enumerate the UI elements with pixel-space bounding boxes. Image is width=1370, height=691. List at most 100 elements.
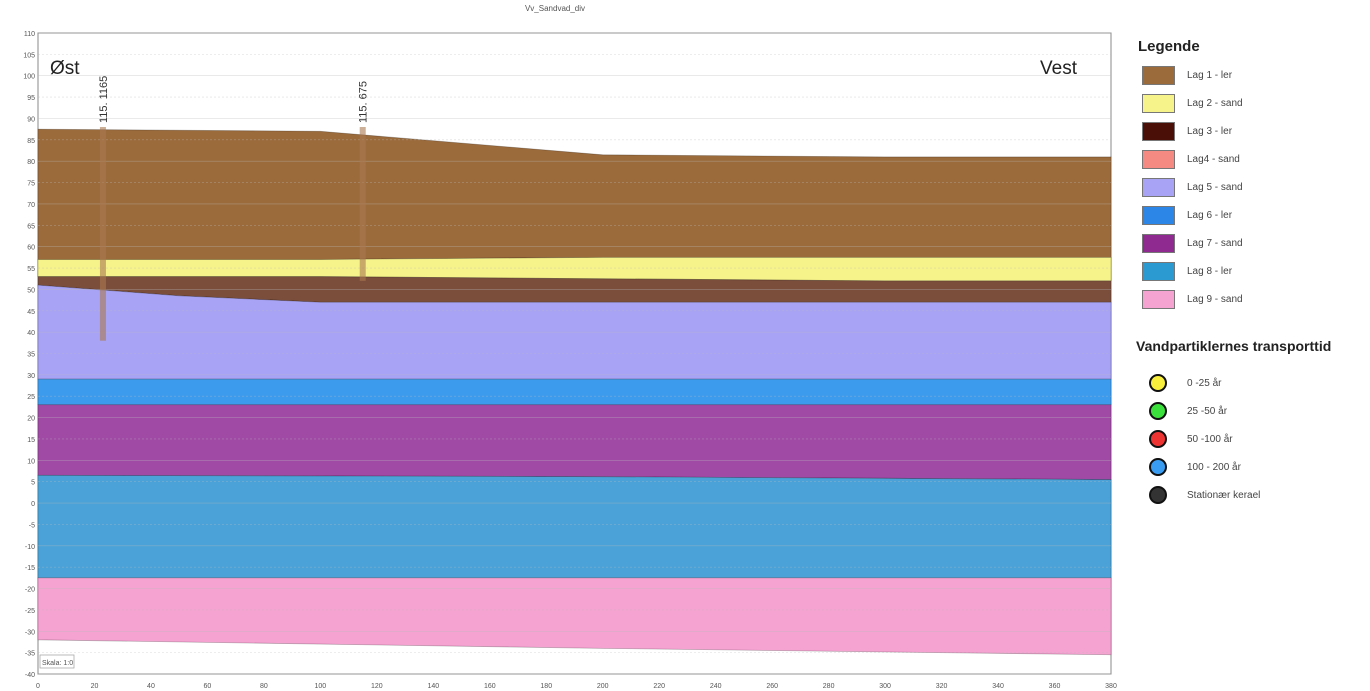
y-tick-label: 80 [27,159,35,166]
transport-item: 0 -25 år [1142,372,1221,394]
legend-label: Lag 3 - ler [1187,125,1233,137]
grid-group [38,32,1111,675]
y-tick-label: -30 [25,629,35,636]
well-1 [99,127,106,341]
y-tick-label: 5 [31,480,35,487]
layer-7 [37,474,1112,579]
well-label: 115. 675 [358,81,370,123]
well-label: 115. 1165 [98,76,110,123]
x-tick-label: 40 [147,683,155,690]
x-tick-label: 320 [936,683,948,690]
transport-item: 25 -50 år [1142,400,1227,422]
legend-label: Lag 8 - ler [1187,265,1233,277]
legend-item: Lag4 - sand [1142,149,1240,169]
x-tick-label: 360 [1049,683,1061,690]
x-tick-label: 0 [36,683,40,690]
wells-group: 115. 1165 115. 675 [98,76,370,341]
legend-label: Lag4 - sand [1187,153,1240,165]
legend-swatch [1142,121,1175,141]
y-tick-label: 105 [23,52,35,59]
transport-label: 100 - 200 år [1187,461,1241,473]
x-tick-label: 280 [823,683,835,690]
y-tick-label: 25 [27,394,35,401]
cross-section-chart: 115. 1165 115. 675 1101051009590858075706… [23,31,1117,690]
y-tick-label: -20 [25,587,35,594]
transport-item: 100 - 200 år [1142,456,1241,478]
y-tick-label: -25 [25,608,35,615]
legend-item: Lag 7 - sand [1142,233,1243,253]
legend-item: Lag 5 - sand [1142,177,1243,197]
transport-label: 25 -50 år [1187,405,1228,417]
transport-title: Vandpartiklernes transporttid [1136,338,1332,354]
legend-swatch [1142,149,1175,169]
y-tick-label: 35 [27,352,35,359]
legend-item: Lag 6 - ler [1142,205,1232,225]
legend-label: Lag 7 - sand [1187,237,1243,249]
axes-group: 1101051009590858075706560555045403530252… [23,31,1117,690]
y-tick-label: -15 [25,565,35,572]
legend-swatch [1142,65,1175,85]
legend-item: Lag 8 - ler [1142,261,1232,281]
transport-dot [1149,458,1167,476]
y-tick-label: 0 [31,501,35,508]
x-tick-label: 260 [766,683,778,690]
legend-swatch [1142,205,1175,225]
scale-label: Skala: 1:0 [42,660,73,667]
y-tick-label: -35 [25,651,35,658]
x-tick-label: 160 [484,683,496,690]
legend-swatch [1142,289,1175,309]
x-tick-label: 300 [879,683,891,690]
x-tick-label: 380 [1105,683,1117,690]
legend-swatch [1142,233,1175,253]
transport-item: 50 -100 år [1142,428,1233,450]
x-tick-label: 100 [315,683,327,690]
x-tick-label: 240 [710,683,722,690]
x-tick-label: 140 [427,683,439,690]
y-tick-label: 20 [27,416,35,423]
y-tick-label: 10 [27,458,35,465]
x-tick-label: 20 [91,683,99,690]
y-tick-label: 55 [27,266,35,273]
x-tick-label: 200 [597,683,609,690]
layers-group [37,128,1112,656]
legend-item: Lag 2 - sand [1142,93,1243,113]
legend-swatch [1142,177,1175,197]
legend-label: Lag 2 - sand [1187,97,1243,109]
legend-label: Lag 9 - sand [1187,293,1243,305]
x-tick-label: 120 [371,683,383,690]
y-tick-label: 100 [23,74,35,81]
x-tick-label: 80 [260,683,268,690]
transport-dot [1149,430,1167,448]
y-tick-label: 40 [27,330,35,337]
x-tick-label: 340 [992,683,1004,690]
east-label: Øst [50,58,80,79]
layer-6 [37,404,1112,480]
transport-dot [1149,374,1167,392]
legend-item: Lag 9 - sand [1142,289,1243,309]
y-tick-label: 75 [27,181,35,188]
chart-title: Vv_Sandvad_div [524,4,586,13]
legend-item: Lag 1 - ler [1142,65,1232,85]
y-tick-label: 30 [27,373,35,380]
y-tick-label: 65 [27,223,35,230]
y-tick-label: -40 [25,672,35,679]
y-tick-label: 110 [24,31,35,38]
layer-5 [37,378,1112,406]
y-tick-label: 90 [27,116,35,123]
west-label: Vest [1040,58,1078,79]
well-2 [359,127,366,281]
y-tick-label: 60 [27,245,35,252]
scale-box [39,654,75,669]
layer-8 [37,577,1112,656]
transport-label: 50 -100 år [1187,433,1233,445]
transport-item: Stationær kerael [1142,484,1260,506]
y-tick-label: -10 [25,544,35,551]
legend-title: Legende [1138,38,1200,55]
y-tick-label: 50 [27,287,35,294]
y-tick-label: 45 [27,309,35,316]
y-tick-label: -5 [29,522,35,529]
legend-label: Lag 5 - sand [1187,181,1243,193]
legend-label: Lag 6 - ler [1187,209,1233,221]
transport-label: Stationær kerael [1187,489,1261,501]
